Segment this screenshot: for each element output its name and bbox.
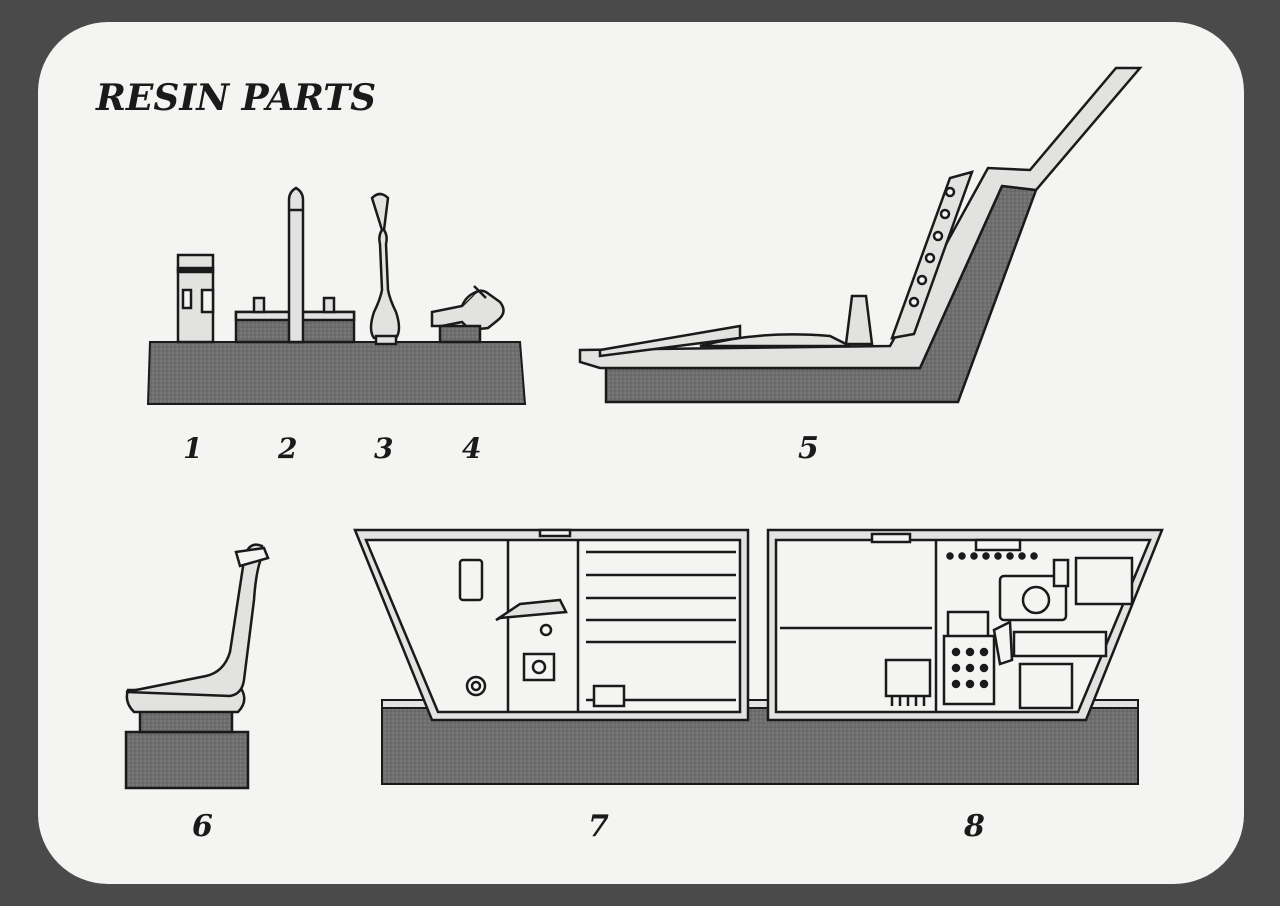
post-on-base-icon (234, 186, 356, 344)
seat-icon (124, 543, 270, 790)
part-number-3: 3 (374, 432, 393, 465)
throttle-lever-icon (430, 285, 505, 344)
part-8-drawing (766, 528, 1164, 722)
part-7-drawing (353, 528, 750, 722)
part-number-6: 6 (192, 809, 213, 844)
control-stick-icon (369, 192, 401, 346)
part-number-7: 7 (588, 809, 609, 844)
part-6-drawing (124, 543, 270, 790)
sheet-title: RESIN PARTS (95, 77, 376, 119)
fuselage-side-wall-right-icon (766, 528, 1164, 722)
resin-casting-block (146, 341, 527, 405)
part-number-4: 4 (462, 432, 481, 465)
part-2-drawing (234, 186, 356, 344)
part-3-drawing (369, 192, 401, 346)
part-number-5: 5 (798, 431, 819, 466)
fuselage-side-wall-left-icon (353, 528, 750, 722)
part-1-drawing (176, 253, 215, 344)
part-number-8: 8 (963, 809, 985, 844)
parts-1-4-sprue (146, 341, 527, 405)
cockpit-tub-icon (578, 66, 1143, 404)
part-5-drawing (578, 66, 1143, 404)
resin-block-icon (176, 253, 215, 344)
part-number-2: 2 (277, 432, 297, 465)
part-number-1: 1 (183, 432, 202, 465)
part-4-drawing (430, 285, 505, 344)
